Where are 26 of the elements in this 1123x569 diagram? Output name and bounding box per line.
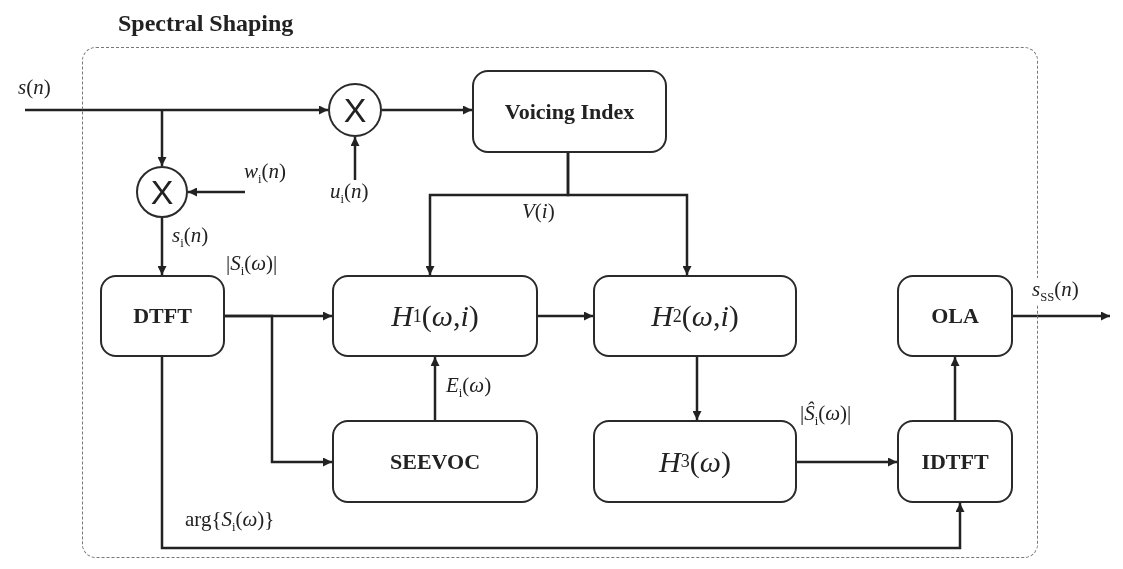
arrow (797, 457, 897, 467)
process-box: IDTFT (897, 420, 1013, 503)
arrow (160, 357, 965, 550)
arrow (157, 218, 167, 275)
arrow (382, 105, 472, 115)
process-box: DTFT (100, 275, 225, 357)
arrow (430, 357, 440, 420)
edge-label: s(n) (18, 76, 51, 100)
process-box: Voicing Index (472, 70, 667, 153)
group-heading: Spectral Shaping (118, 10, 294, 37)
arrow (950, 357, 960, 420)
process-box: SEEVOC (332, 420, 538, 503)
arrow (225, 314, 332, 467)
arrow (538, 311, 593, 321)
arrow (1013, 311, 1110, 321)
multiplier-circle: X (136, 166, 188, 218)
edge-label: s$_{SS}$(n) (1032, 278, 1079, 306)
process-box: OLA (897, 275, 1013, 357)
arrow (350, 137, 360, 180)
arrow (25, 105, 328, 115)
arrow (692, 357, 702, 420)
arrow (566, 153, 692, 275)
edge-label: V(i) (522, 200, 555, 224)
arrow (157, 110, 167, 166)
multiplier-circle: X (328, 83, 382, 137)
arrow (188, 187, 245, 197)
